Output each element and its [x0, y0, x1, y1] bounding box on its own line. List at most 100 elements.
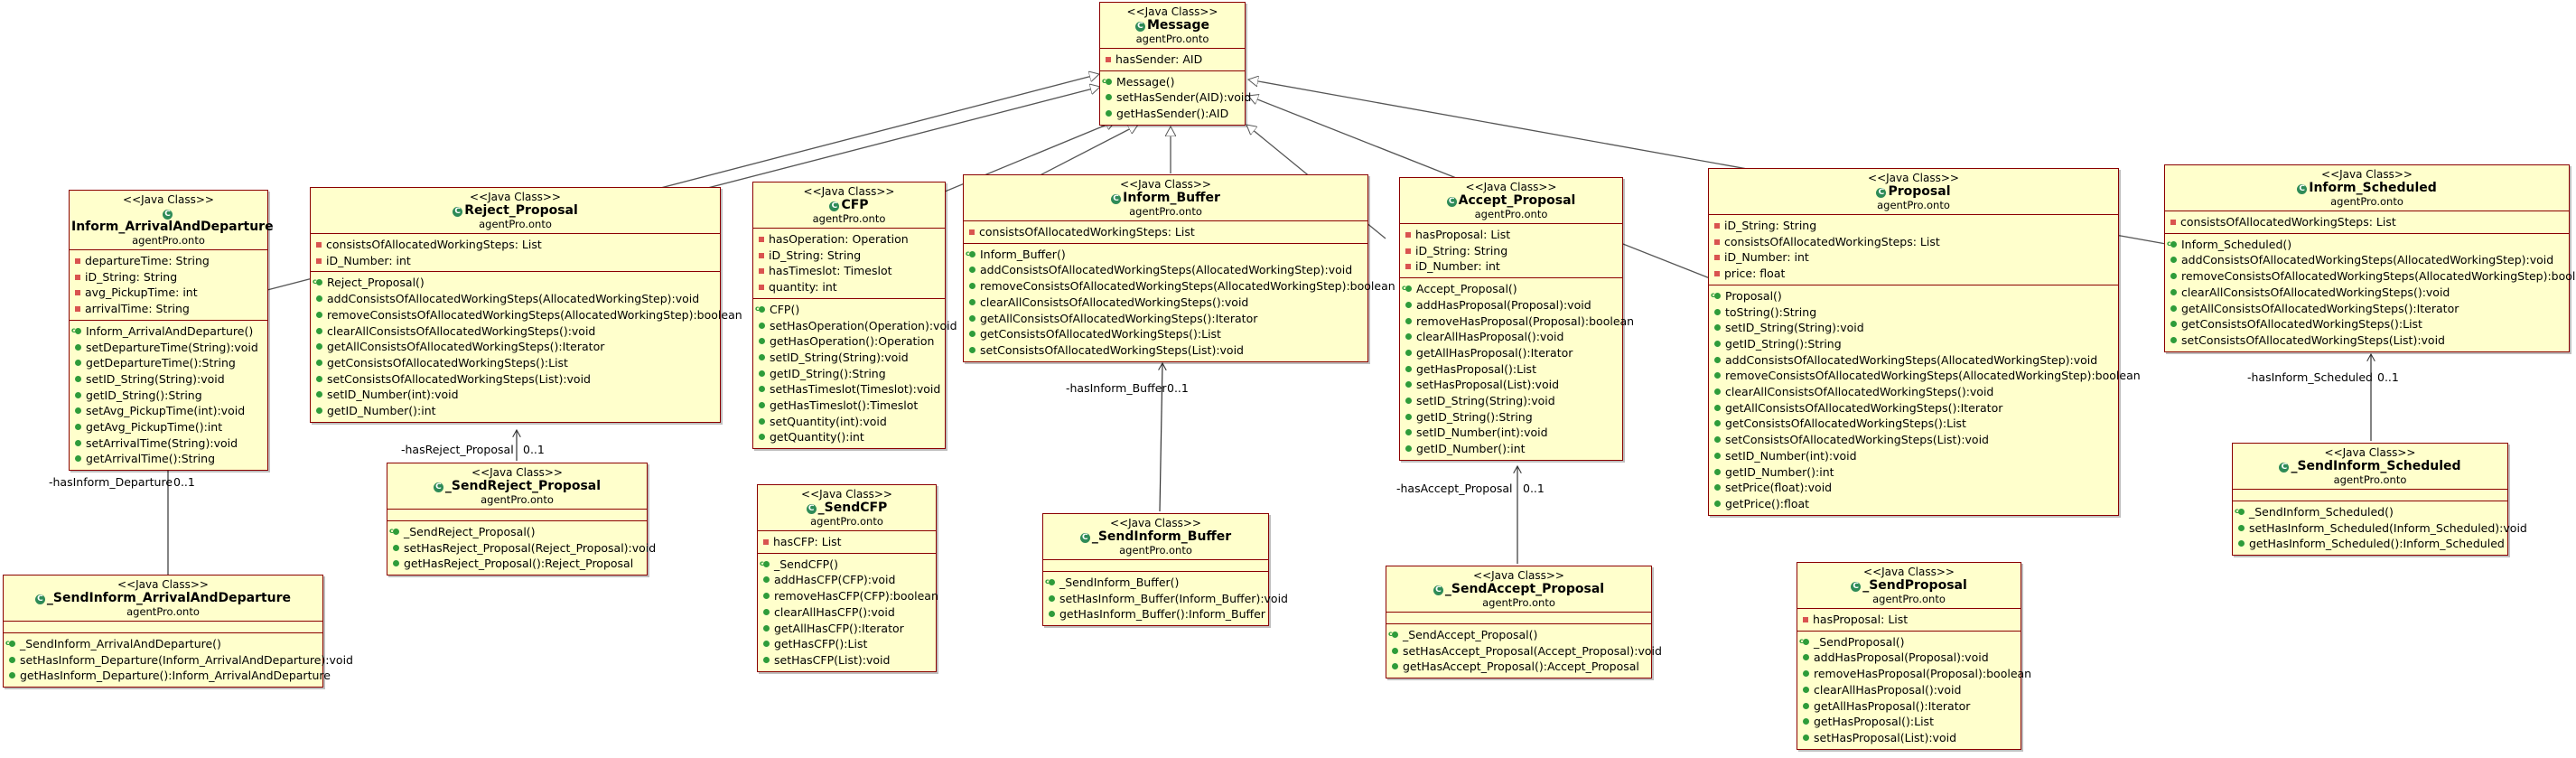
method-text: removeConsistsOfAllocatedWorkingSteps(Al… — [1725, 369, 2141, 383]
class-box-inform-arrival[interactable]: <<Java Class>>CInform_ArrivalAndDepartur… — [69, 190, 274, 472]
public-method-icon — [759, 434, 765, 441]
method-text: getQuantity():int — [770, 430, 864, 445]
field-row: hasTimeslot: Timeslot — [753, 263, 945, 279]
class-name: Message — [1146, 18, 1210, 33]
method-text: _SendInform_Buffer() — [1059, 576, 1180, 589]
field-text: iD_String: String — [1415, 243, 1508, 257]
field-text: hasOperation: Operation — [769, 232, 909, 246]
method-text: addConsistsOfAllocatedWorkingSteps(Alloc… — [980, 263, 1353, 277]
method-row: getConsistsOfAllocatedWorkingSteps():Lis… — [2165, 316, 2569, 332]
method-row: setHasSender(AID):void — [1100, 89, 1251, 106]
class-stereotype: <<Java Class>> — [1110, 517, 1201, 529]
class-name: Inform_Scheduled — [2309, 181, 2437, 195]
constructor-icon — [1388, 626, 1398, 642]
method-text: Inform_Scheduled() — [2181, 237, 2292, 251]
java-class-icon: C — [1446, 197, 1457, 207]
class-package: agentPro.onto — [1482, 596, 1555, 609]
field-row: avg_PickupTime: int — [70, 285, 267, 301]
constructor-icon — [313, 274, 322, 290]
public-method-icon — [759, 353, 765, 360]
field-row: iD_String: String — [70, 269, 267, 285]
public-method-icon — [316, 407, 322, 415]
field-text: avg_PickupTime: int — [85, 285, 198, 300]
method-row: getID_String():String — [753, 366, 945, 382]
method-text: setQuantity(int):void — [770, 414, 887, 428]
public-method-icon — [2238, 540, 2245, 547]
method-text: getConsistsOfAllocatedWorkingSteps():Lis… — [2181, 317, 2422, 332]
method-text: addHasProposal(Proposal):void — [1814, 650, 1989, 665]
method-text: toString():String — [1725, 304, 1817, 319]
class-package: agentPro.onto — [132, 234, 205, 247]
public-method-icon — [1405, 445, 1412, 453]
java-class-icon: C — [806, 504, 817, 514]
method-text: clearAllHasProposal():void — [1416, 330, 1564, 344]
fields-section: hasCFP: List — [758, 530, 936, 553]
method-text: getAllHasProposal():Iterator — [1416, 345, 1573, 360]
constructor-icon — [760, 556, 770, 571]
method-text: setConsistsOfAllocatedWorkingSteps(List)… — [980, 342, 1244, 357]
field-row: hasProposal: List — [1400, 227, 1622, 243]
public-method-icon — [759, 322, 765, 329]
method-text: _SendInform_ArrivalAndDeparture() — [20, 637, 221, 650]
public-method-icon — [75, 391, 81, 398]
method-row: CFP() — [753, 301, 945, 318]
method-text: removeHasProposal(Proposal):boolean — [1814, 667, 2032, 681]
field-row: iD_String: String — [753, 248, 945, 264]
public-method-icon — [1803, 734, 1809, 741]
method-text: setID_String(String):void — [770, 350, 909, 364]
method-row: getID_String():String — [1709, 336, 2118, 352]
method-text: addConsistsOfAllocatedWorkingSteps(Alloc… — [1725, 352, 2098, 367]
method-text: getAllConsistsOfAllocatedWorkingSteps():… — [980, 311, 1258, 325]
method-row: Message() — [1100, 73, 1245, 90]
field-text: iD_String: String — [769, 248, 862, 262]
public-method-icon — [1714, 500, 1721, 507]
public-method-icon — [1049, 594, 1055, 602]
public-method-icon — [759, 417, 765, 425]
class-stereotype: <<Java Class>> — [471, 466, 563, 479]
method-row: getHasTimeslot():Timeslot — [753, 398, 945, 414]
public-method-icon — [75, 455, 81, 463]
field-text: hasTimeslot: Timeslot — [769, 264, 892, 278]
java-class-icon: C — [1433, 585, 1443, 595]
field-text: departureTime: String — [85, 254, 210, 267]
class-name-row: C_SendReject_Proposal — [389, 480, 645, 493]
method-row: toString():String — [1709, 304, 2118, 321]
fields-section: hasSender: AID — [1100, 48, 1245, 70]
method-text: setHasReject_Proposal(Reject_Proposal):v… — [404, 540, 657, 555]
constructor-icon — [5, 635, 15, 651]
public-method-icon — [1392, 647, 1398, 654]
public-method-icon — [1803, 654, 1809, 661]
class-name: _SendInform_ArrivalAndDeparture — [46, 591, 292, 605]
method-row: getAllConsistsOfAllocatedWorkingSteps():… — [964, 311, 1367, 327]
java-class-icon: C — [1111, 194, 1122, 204]
method-row: setConsistsOfAllocatedWorkingSteps(List)… — [1709, 432, 2118, 448]
method-text: clearAllConsistsOfAllocatedWorkingSteps(… — [2181, 285, 2450, 299]
public-method-icon — [763, 576, 770, 584]
method-row: clearAllConsistsOfAllocatedWorkingSteps(… — [2165, 285, 2569, 301]
method-row: getHasProposal():List — [1400, 361, 1622, 378]
class-package: agentPro.onto — [1877, 199, 1950, 211]
method-text: Inform_ArrivalAndDeparture() — [86, 323, 254, 338]
class-box-send-inform-arrival[interactable]: <<Java Class>>C_SendInform_ArrivalAndDep… — [3, 575, 353, 688]
field-row: iD_Number: int — [311, 253, 720, 269]
field-row: iD_String: String — [1400, 243, 1622, 259]
